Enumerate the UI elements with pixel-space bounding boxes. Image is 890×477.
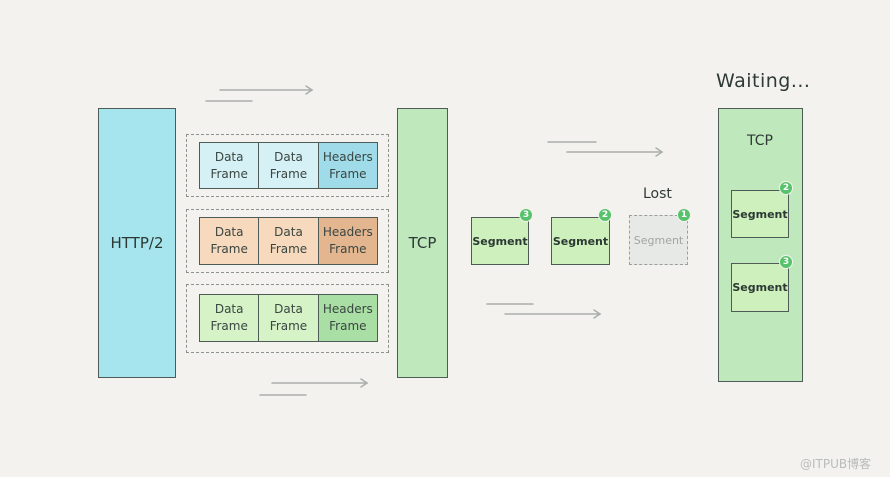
segment-label: Segment xyxy=(633,233,684,247)
headers-frame: Headers Frame xyxy=(317,295,377,341)
segment-label: Segment xyxy=(552,234,609,248)
tcp-sender-label: TCP xyxy=(408,234,437,252)
lost-label: Lost xyxy=(643,186,672,202)
segment-label: Segment xyxy=(732,207,788,221)
segment-number-badge: 2 xyxy=(779,181,793,195)
badge-number: 3 xyxy=(782,257,790,267)
segment-2: Segment xyxy=(551,217,610,265)
received-segment-2: Segment xyxy=(731,190,789,238)
tcp-receiver-label: TCP xyxy=(747,133,773,149)
data-frame: Data Frame xyxy=(258,295,318,341)
http2-label: HTTP/2 xyxy=(110,234,164,252)
data-frame: Data Frame xyxy=(258,218,318,264)
frame-group-2: Data Frame Data Frame Headers Frame xyxy=(186,209,389,273)
segment-number-badge: 2 xyxy=(598,208,612,222)
segment-label: Segment xyxy=(472,234,528,248)
arrow-right-icon xyxy=(655,147,664,157)
watermark: @ITPUB博客 xyxy=(800,457,872,471)
frame-row-2: Data Frame Data Frame Headers Frame xyxy=(199,217,378,265)
frame-row-1: Data Frame Data Frame Headers Frame xyxy=(199,142,378,189)
data-frame: Data Frame xyxy=(200,295,259,341)
received-segment-3: Segment xyxy=(731,263,789,312)
segment-1-lost: Segment xyxy=(629,215,688,265)
badge-number: 3 xyxy=(522,210,530,220)
frame-row-3: Data Frame Data Frame Headers Frame xyxy=(199,294,378,342)
tcp-sender-block: TCP xyxy=(397,108,448,378)
arrow-right-icon xyxy=(360,378,369,388)
data-frame: Data Frame xyxy=(200,143,259,188)
segment-number-badge: 3 xyxy=(779,255,793,269)
segment-3: Segment xyxy=(471,217,529,265)
badge-number: 1 xyxy=(680,210,688,220)
arrow-right-icon xyxy=(593,309,602,319)
tcp-receiver-block: TCP xyxy=(718,108,803,382)
badge-number: 2 xyxy=(601,210,609,220)
frame-group-3: Data Frame Data Frame Headers Frame xyxy=(186,284,389,353)
segment-number-badge: 1 xyxy=(677,208,691,222)
http2-block: HTTP/2 xyxy=(98,108,176,378)
headers-frame: Headers Frame xyxy=(317,218,377,264)
headers-frame: Headers Frame xyxy=(317,143,377,188)
frame-group-1: Data Frame Data Frame Headers Frame xyxy=(186,134,389,197)
data-frame: Data Frame xyxy=(258,143,318,188)
badge-number: 2 xyxy=(782,183,790,193)
waiting-label: Waiting... xyxy=(716,70,811,92)
segment-number-badge: 3 xyxy=(519,208,533,222)
segment-label: Segment xyxy=(732,281,788,294)
arrow-right-icon xyxy=(305,85,314,95)
data-frame: Data Frame xyxy=(200,218,259,264)
